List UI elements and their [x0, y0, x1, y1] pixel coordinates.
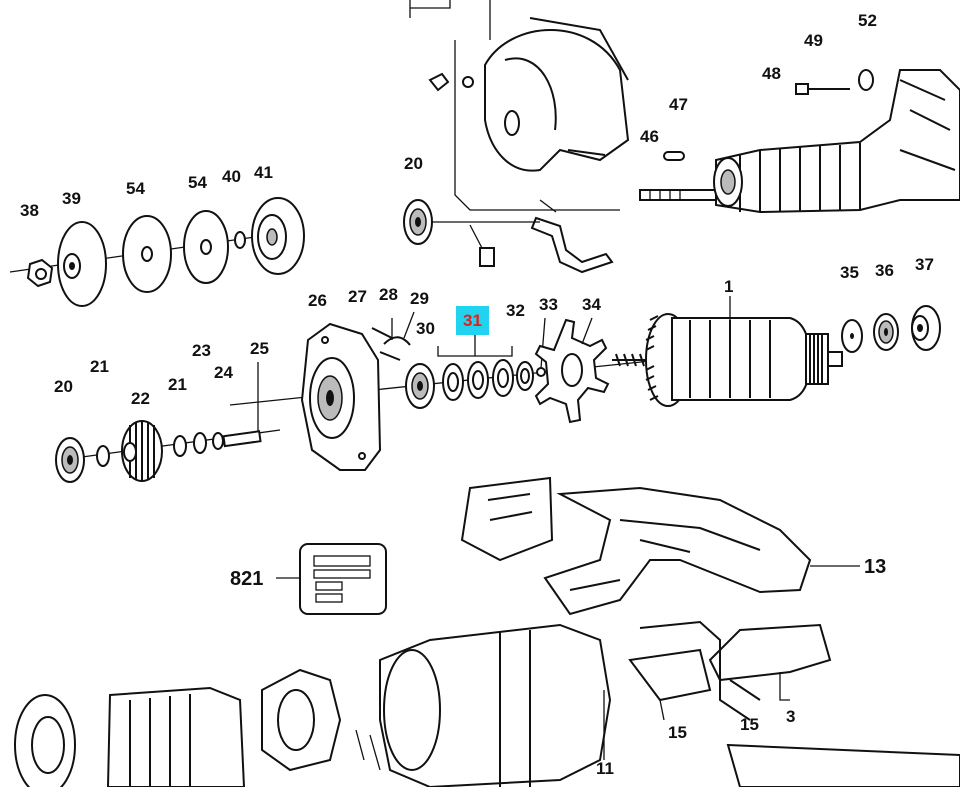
spindle-46: [639, 189, 717, 201]
label-821: 821: [230, 568, 264, 590]
fan-34: [534, 317, 610, 424]
label-1: 1: [724, 277, 734, 296]
key-47: [663, 151, 685, 161]
ring-32: [516, 361, 534, 391]
label-31-highlighted: 31: [456, 306, 489, 335]
label-15-b: 15: [740, 715, 759, 734]
label-26: 26: [308, 291, 327, 310]
label-20-top: 20: [404, 154, 423, 173]
label-30: 30: [416, 319, 435, 338]
label-34: 34: [582, 295, 601, 314]
bushing-37: [911, 305, 941, 351]
label-13: 13: [864, 556, 887, 578]
washer-40: [234, 231, 246, 249]
gear-housing-48: [713, 69, 960, 214]
label-35: 35: [840, 263, 859, 282]
label-27: 27: [348, 287, 367, 306]
washer-23: [193, 432, 207, 454]
screw-49: [795, 83, 850, 95]
label-21-a: 21: [90, 357, 109, 376]
label-46: 46: [640, 127, 659, 146]
label-3: 3: [786, 707, 796, 726]
label-24: 24: [214, 363, 233, 382]
flange-41: [251, 197, 305, 275]
label-54-b: 54: [188, 173, 207, 192]
bearing-30: [405, 363, 435, 409]
label-41: 41: [254, 163, 273, 182]
label-32: 32: [506, 301, 525, 320]
bottom-assembly: [14, 620, 960, 787]
washer-52: [858, 69, 874, 91]
disc-54-b: [183, 210, 229, 284]
spring-27: [371, 327, 393, 339]
label-28: 28: [379, 285, 398, 304]
washer-24: [212, 432, 224, 450]
nut-38: [26, 258, 54, 288]
label-21-b: 21: [168, 375, 187, 394]
guard-screw: [469, 224, 495, 267]
label-38: 38: [20, 201, 39, 220]
clip-28-29: [379, 311, 415, 361]
armature-1: [612, 296, 843, 407]
disc-54-a: [122, 215, 172, 293]
label-33: 33: [539, 295, 558, 314]
bearing-36: [873, 313, 899, 351]
label-25: 25: [250, 339, 269, 358]
screw-25: [222, 362, 262, 448]
guard-clamp: [530, 199, 614, 274]
label-39: 39: [62, 189, 81, 208]
handle-13: [460, 476, 860, 616]
label-54-a: 54: [126, 179, 145, 198]
ring-set-31: [437, 335, 514, 401]
label-22: 22: [131, 389, 150, 408]
label-11: 11: [596, 759, 614, 778]
label-47: 47: [669, 95, 688, 114]
ring-21-b: [173, 435, 187, 457]
label-29: 29: [410, 289, 429, 308]
bearing-20-top: [403, 199, 540, 245]
ring-21-a: [96, 445, 110, 467]
flange-39: [57, 221, 107, 307]
label-37: 37: [915, 255, 934, 274]
label-40: 40: [222, 167, 241, 186]
label-36: 36: [875, 261, 894, 280]
label-52: 52: [858, 11, 877, 30]
label-plate-821: [276, 543, 387, 615]
gear-22: [121, 420, 163, 482]
label-15-a: 15: [668, 723, 687, 742]
washer-35: [841, 319, 863, 353]
bearing-20-low: [55, 437, 85, 483]
label-23: 23: [192, 341, 211, 360]
label-20-low: 20: [54, 377, 73, 396]
label-49: 49: [804, 31, 823, 50]
bearing-plate-26: [300, 322, 382, 471]
label-48: 48: [762, 64, 781, 83]
wheel-guard: [409, 0, 630, 211]
